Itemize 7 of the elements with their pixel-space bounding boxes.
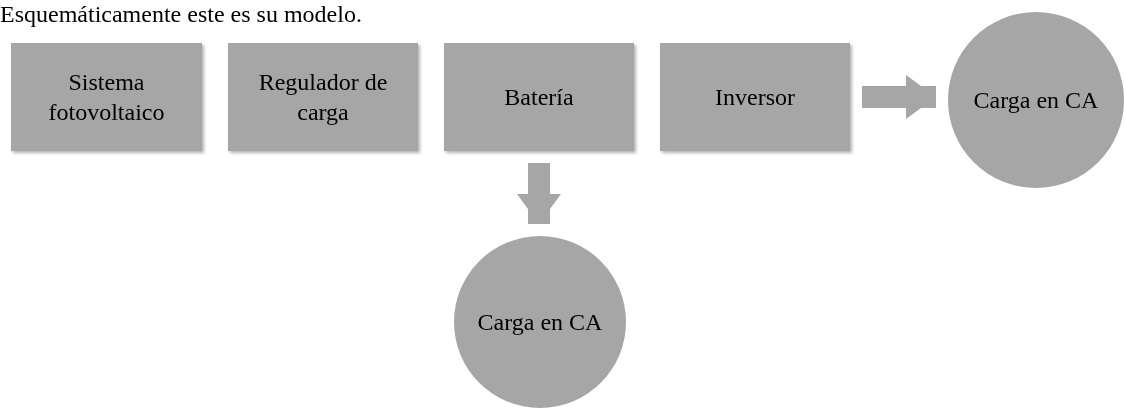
process-box: Batería [444, 43, 634, 151]
process-box: Inversor [660, 43, 850, 151]
process-box: Regulador de carga [228, 43, 418, 151]
block-arrow [517, 163, 561, 224]
block-arrow [862, 75, 936, 119]
intro-text: Esquemáticamente este es su modelo. [0, 0, 362, 28]
process-box: Sistema fotovoltaico [11, 43, 202, 151]
